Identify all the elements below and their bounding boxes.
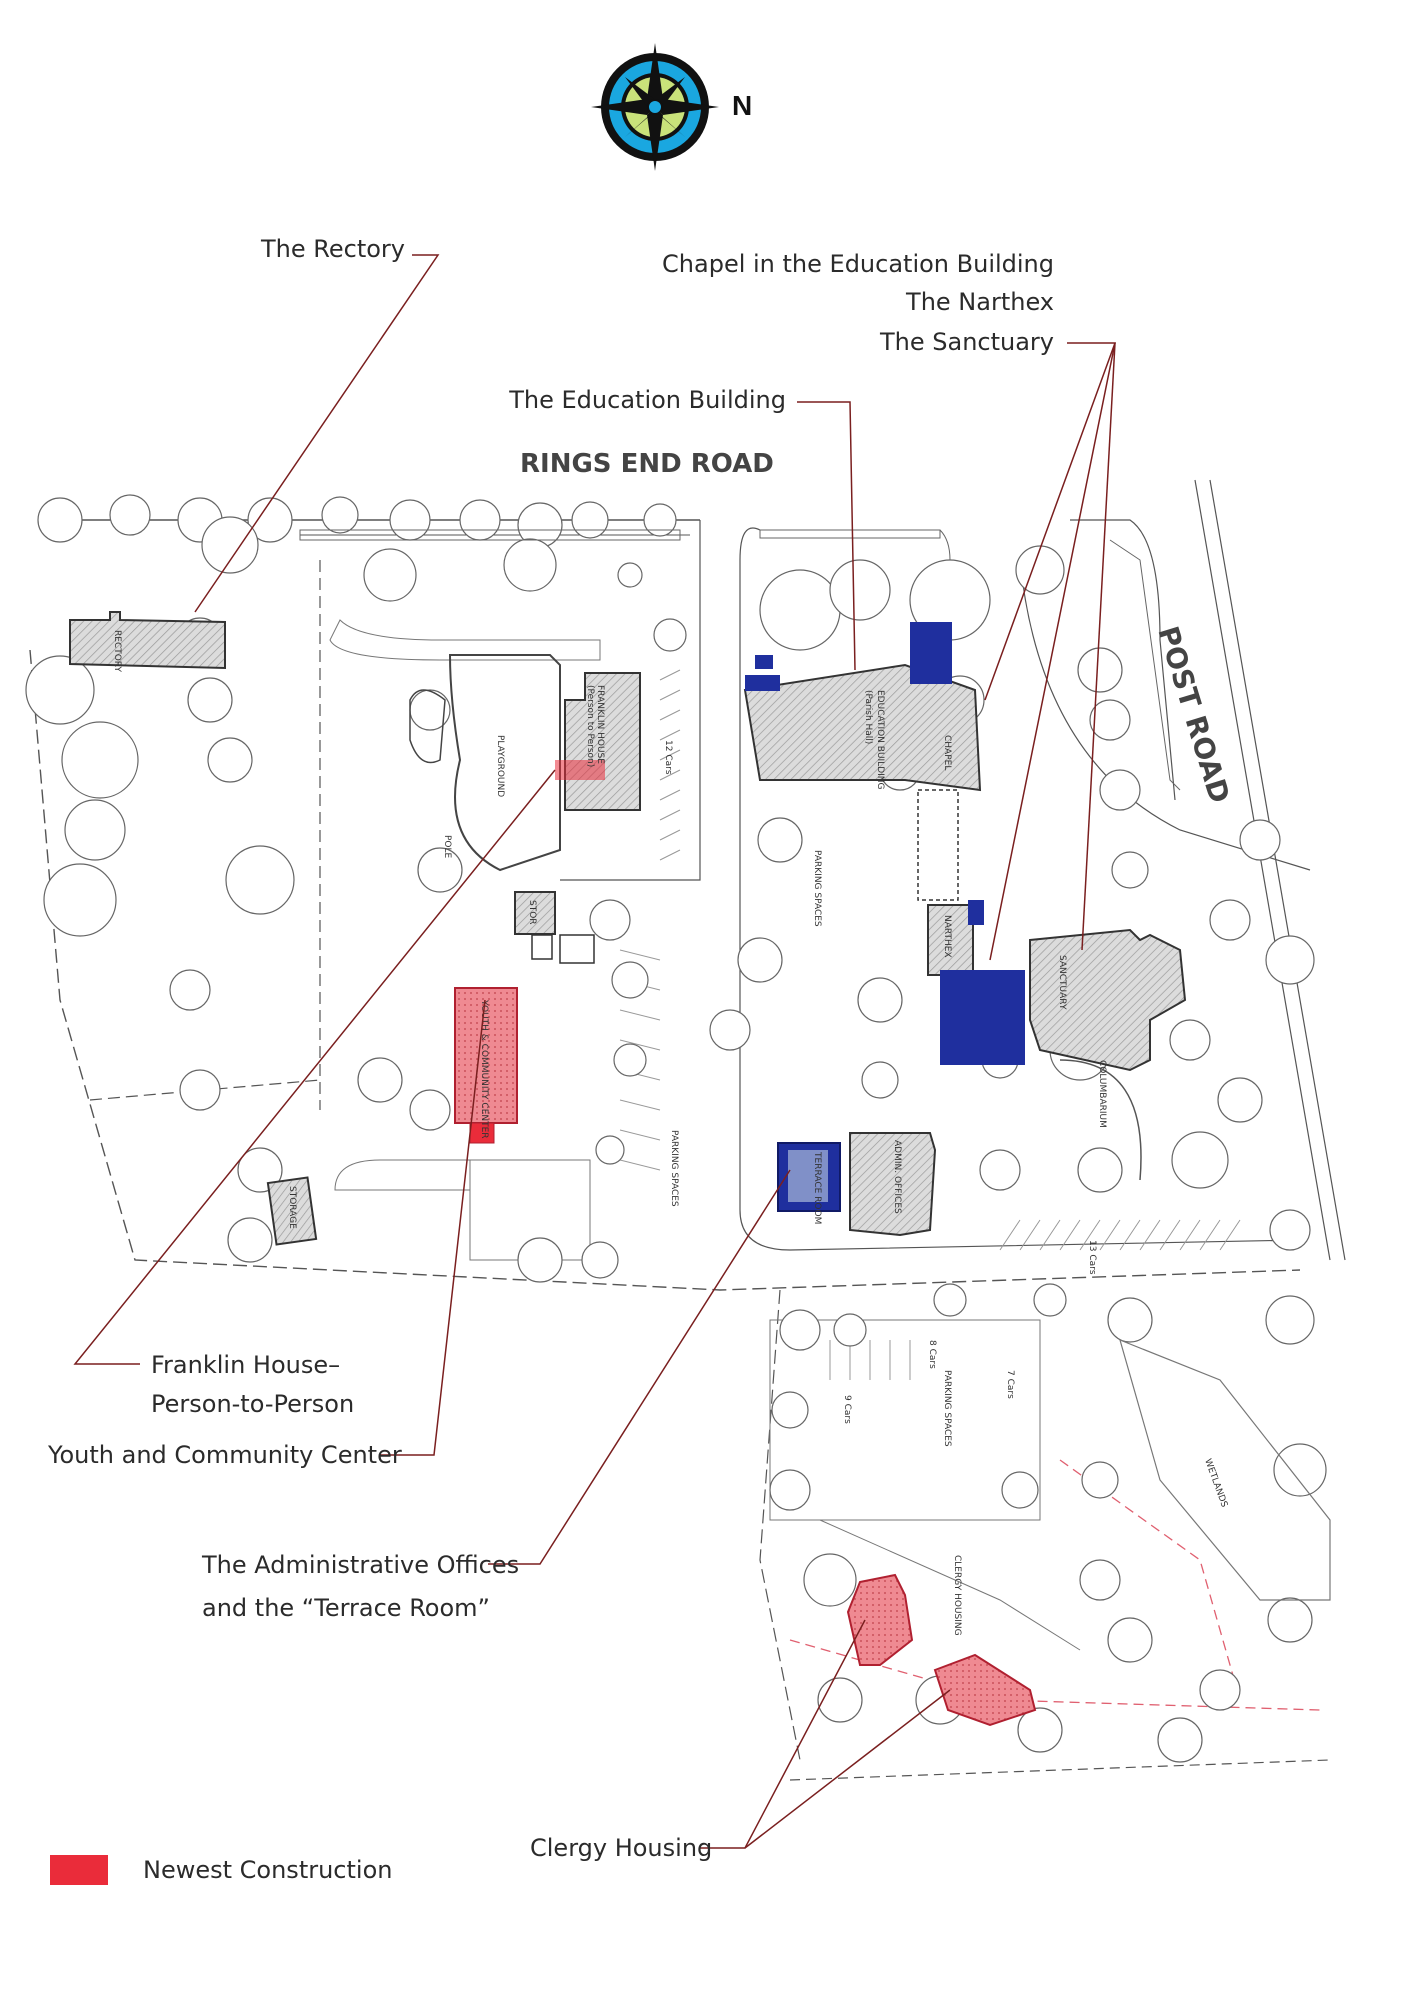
sanctuary-label: SANCTUARY bbox=[1057, 955, 1067, 1010]
parking-label-a: PARKING SPACES bbox=[812, 850, 822, 927]
post-road-label: POST ROAD bbox=[1151, 622, 1236, 807]
callout-admin-line1: The Administrative Offices bbox=[202, 1551, 520, 1579]
compass-rose-icon bbox=[591, 43, 719, 171]
shed-small bbox=[531, 934, 553, 960]
callout-narthex: The Narthex bbox=[906, 288, 1054, 316]
callout-youth-center: Youth and Community Center bbox=[48, 1441, 402, 1469]
callout-education: The Education Building bbox=[509, 386, 786, 414]
building-education[interactable]: EDUCATION BUILDING (Parish Hall) CHAPEL bbox=[743, 622, 982, 792]
admin-label: ADMIN. OFFICES bbox=[892, 1140, 902, 1214]
hedge-row bbox=[299, 529, 1181, 791]
parking-label-b: PARKING SPACES bbox=[669, 1130, 679, 1207]
building-sanctuary[interactable]: SANCTUARY bbox=[940, 928, 1187, 1072]
building-narthex[interactable]: NARTHEX bbox=[917, 789, 984, 976]
wetlands-label: WETLANDS bbox=[1202, 1458, 1229, 1509]
education-label: EDUCATION BUILDING bbox=[875, 690, 885, 790]
franklin-sub-label: (Person to Person) bbox=[585, 685, 595, 767]
terrace-label: TERRACE ROOM bbox=[812, 1151, 822, 1224]
education-sub-label: (Parish Hall) bbox=[863, 690, 873, 744]
callout-franklin-line1: Franklin House– bbox=[151, 1351, 341, 1379]
building-stor[interactable]: STOR bbox=[514, 891, 556, 935]
callout-chapel: Chapel in the Education Building bbox=[662, 250, 1054, 278]
shed-small-2 bbox=[559, 934, 595, 964]
youth-label: YOUTH & COMMUNITY CENTER bbox=[479, 999, 489, 1139]
pole-label: POLE bbox=[442, 835, 452, 859]
chapel-label: CHAPEL bbox=[942, 735, 952, 770]
callout-admin-line2: and the “Terrace Room” bbox=[202, 1594, 490, 1622]
building-storage[interactable]: STORAGE bbox=[266, 1176, 318, 1246]
building-clergy-housing[interactable]: CLERGY HOUSING bbox=[846, 1555, 1037, 1727]
property-boundaries bbox=[29, 479, 1346, 1781]
parking-label-c: PARKING SPACES bbox=[942, 1370, 952, 1447]
callout-sanctuary: The Sanctuary bbox=[879, 328, 1054, 356]
parking-label-13: 13 Cars bbox=[1087, 1240, 1097, 1275]
columbarium: COLUMBARIUM bbox=[1059, 1059, 1142, 1181]
callout-rectory: The Rectory bbox=[261, 235, 405, 263]
parking-label-12: 12 Cars bbox=[663, 740, 673, 775]
narthex-label: NARTHEX bbox=[942, 915, 952, 958]
leader-lines bbox=[73, 254, 1117, 1849]
storage-label: STORAGE bbox=[287, 1186, 297, 1229]
playground[interactable]: PLAYGROUND POLE bbox=[409, 654, 561, 872]
parking-label-8: 8 Cars bbox=[927, 1340, 937, 1369]
clergy-label: CLERGY HOUSING bbox=[952, 1555, 962, 1636]
building-rectory[interactable]: RECTORY bbox=[69, 611, 226, 672]
franklin-label: FRANKLIN HOUSE bbox=[595, 685, 605, 764]
callout-franklin-line2: Person-to-Person bbox=[151, 1390, 355, 1418]
rectory-label: RECTORY bbox=[112, 630, 122, 672]
building-franklin-house[interactable]: FRANKLIN HOUSE (Person to Person) bbox=[555, 672, 641, 811]
compass-north-label: N bbox=[732, 90, 753, 121]
callout-clergy-housing: Clergy Housing bbox=[530, 1834, 713, 1862]
playground-label: PLAYGROUND bbox=[495, 735, 505, 797]
rings-end-road-label: RINGS END ROAD bbox=[520, 449, 774, 479]
legend-swatch bbox=[50, 1855, 108, 1885]
stor-label: STOR bbox=[527, 900, 537, 925]
legend-label: Newest Construction bbox=[143, 1856, 393, 1884]
columbarium-label: COLUMBARIUM bbox=[1097, 1060, 1107, 1128]
building-youth-center[interactable]: YOUTH & COMMUNITY CENTER bbox=[454, 987, 518, 1144]
parking-label-9: 9 Cars bbox=[842, 1395, 852, 1424]
building-admin-offices[interactable]: ADMIN. OFFICES TERRACE ROOM bbox=[777, 1132, 937, 1237]
parking-label-7: 7 Cars bbox=[1005, 1370, 1015, 1399]
